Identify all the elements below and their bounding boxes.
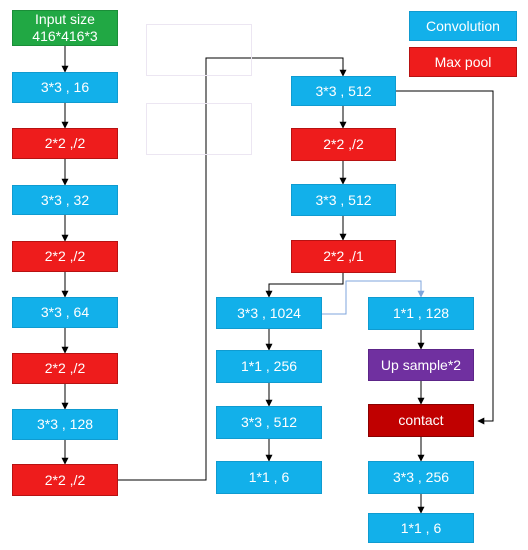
block-label: 2*2 ,/2: [44, 135, 86, 151]
conv-block: 3*3 , 512: [291, 76, 396, 106]
legend-max-pool: Max pool: [409, 47, 517, 77]
concat-block: contact: [368, 404, 474, 437]
block-label: 1*1 , 6: [248, 469, 290, 485]
conv-block: 3*3 , 256: [368, 461, 474, 494]
background-frame: [146, 24, 252, 76]
block-label: 1*1 , 256: [240, 358, 298, 374]
legend-convolution: Convolution: [409, 11, 517, 41]
block-label: 3*3 , 1024: [237, 304, 301, 321]
conv-block: 3*3 , 512: [291, 184, 396, 216]
conv-block: 3*3 , 32: [12, 185, 118, 215]
conv-block: 3*3 , 64: [12, 297, 118, 328]
input-size: 416*416*3: [32, 28, 98, 44]
block-label: 3*3 , 16: [40, 79, 90, 95]
block-label: contact: [398, 412, 444, 428]
output-block: 1*1 , 6: [216, 461, 322, 494]
background-frame: [146, 103, 252, 155]
conv-block: 1*1 , 256: [216, 350, 322, 383]
arrow: [265, 273, 344, 298]
output-block: 1*1 , 6: [368, 513, 474, 543]
legend-max-pool-label: Max pool: [434, 53, 492, 70]
conv-block: 3*3 , 512: [216, 406, 322, 439]
conv-block: 1*1 , 128: [368, 297, 474, 330]
input-title: Input size: [35, 11, 95, 27]
block-label: 3*3 , 512: [315, 191, 372, 208]
block-label: 3*3 , 512: [315, 82, 372, 99]
block-label: 3*3 , 128: [36, 416, 94, 432]
maxpool-block: 2*2 ,/2: [291, 128, 396, 161]
conv-block: 3*3 , 1024: [216, 297, 322, 329]
arrow: [118, 57, 347, 481]
block-label: 3*3 , 64: [40, 304, 90, 320]
block-label: 2*2 ,/2: [44, 248, 86, 264]
block-label: 2*2 ,/2: [323, 136, 364, 152]
input-block: Input size 416*416*3: [12, 10, 118, 46]
maxpool-block: 2*2 ,/2: [12, 241, 118, 272]
block-label: 1*1 , 128: [392, 305, 450, 321]
block-label: 3*3 , 256: [392, 469, 450, 485]
block-label: Up sample*2: [380, 356, 462, 373]
conv-block: 3*3 , 128: [12, 409, 118, 440]
block-label: 2*2 ,/2: [44, 471, 86, 488]
maxpool-block: 2*2 ,/1: [291, 240, 396, 273]
maxpool-block: 2*2 ,/2: [12, 128, 118, 159]
block-label: 2*2 ,/1: [323, 248, 364, 264]
maxpool-block: 2*2 ,/2: [12, 464, 118, 496]
block-label: 3*3 , 32: [40, 191, 90, 208]
conv-block: 3*3 , 16: [12, 72, 118, 103]
block-label: 2*2 ,/2: [44, 360, 86, 376]
upsample-block: Up sample*2: [368, 349, 474, 381]
block-label: 3*3 , 512: [240, 414, 298, 430]
block-label: 1*1 , 6: [400, 519, 442, 536]
legend-convolution-label: Convolution: [426, 17, 500, 34]
maxpool-block: 2*2 ,/2: [12, 353, 118, 384]
arrow: [396, 90, 494, 425]
route-arrow: [322, 280, 425, 315]
